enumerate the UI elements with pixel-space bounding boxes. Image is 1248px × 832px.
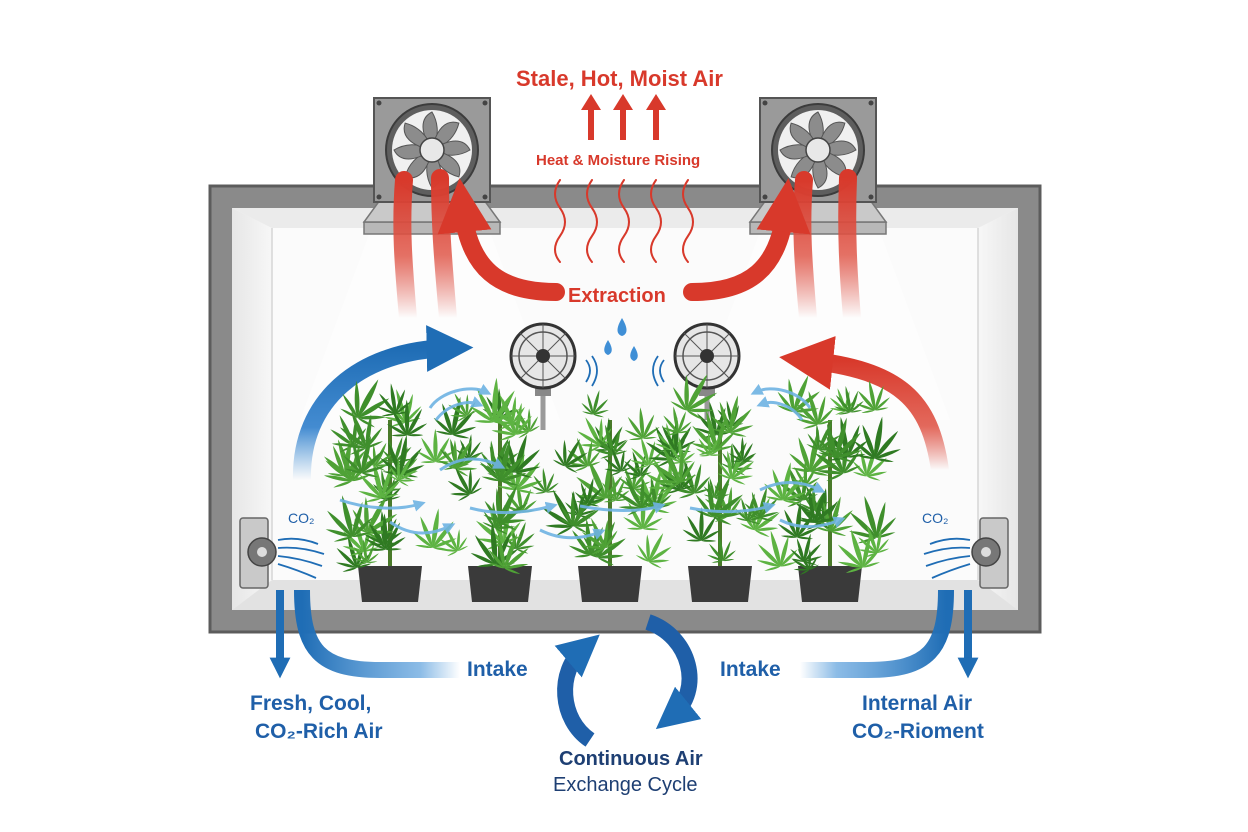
extraction-flow [393,169,949,479]
plant-pot [358,566,422,602]
stale-air-arrows [581,94,666,140]
exchange-cycle-arrows [554,614,702,747]
heat-rising-lines [554,179,694,263]
plant-5 [750,367,907,602]
internal-air-label-line2: CO₂-Rioment [852,720,984,743]
extraction-label: Extraction [568,285,666,307]
plant-1 [314,367,462,602]
cycle-label-line2: Exchange Cycle [553,774,698,796]
co2-right-label: CO₂ [922,510,949,526]
fresh-air-rising-flow [292,325,474,481]
heat-rising-label: Heat & Moisture Rising [536,152,701,169]
plant-pot [468,566,532,602]
moisture-droplets [604,318,638,361]
exhaust-fan-right [748,97,888,235]
co2-left-label: CO₂ [288,510,315,526]
vent-airflow-lines [277,537,971,579]
plant-4 [636,362,789,602]
intake-vent-left [239,517,277,589]
internal-air-label-line1: Internal Air [862,692,973,715]
oscillating-fan-left [509,322,577,430]
tent-right-wall [978,208,1018,610]
cycle-label-line1: Continuous Air [559,748,703,770]
plant-pot [798,566,862,602]
fresh-air-label-line2: CO₂-Rich Air [255,720,383,743]
plant-pot [688,566,752,602]
intake-flow-left [269,589,460,679]
plant-pot [578,566,642,602]
intake-vent-right [971,517,1009,589]
plant-canopy [314,362,907,602]
oscillating-fan-right [673,322,741,420]
intake-right-label: Intake [720,658,781,681]
canopy-circulation-arrows [339,383,846,540]
plant-2 [430,376,560,602]
plant-3 [531,386,684,602]
tent-left-wall [232,208,272,610]
fresh-air-label-line1: Fresh, Cool, [250,692,372,715]
intake-left-label: Intake [467,658,528,681]
stale-air-label: Stale, Hot, Moist Air [516,66,723,91]
fan-airflow-swirls [585,355,665,387]
intake-flow-right [800,589,979,679]
